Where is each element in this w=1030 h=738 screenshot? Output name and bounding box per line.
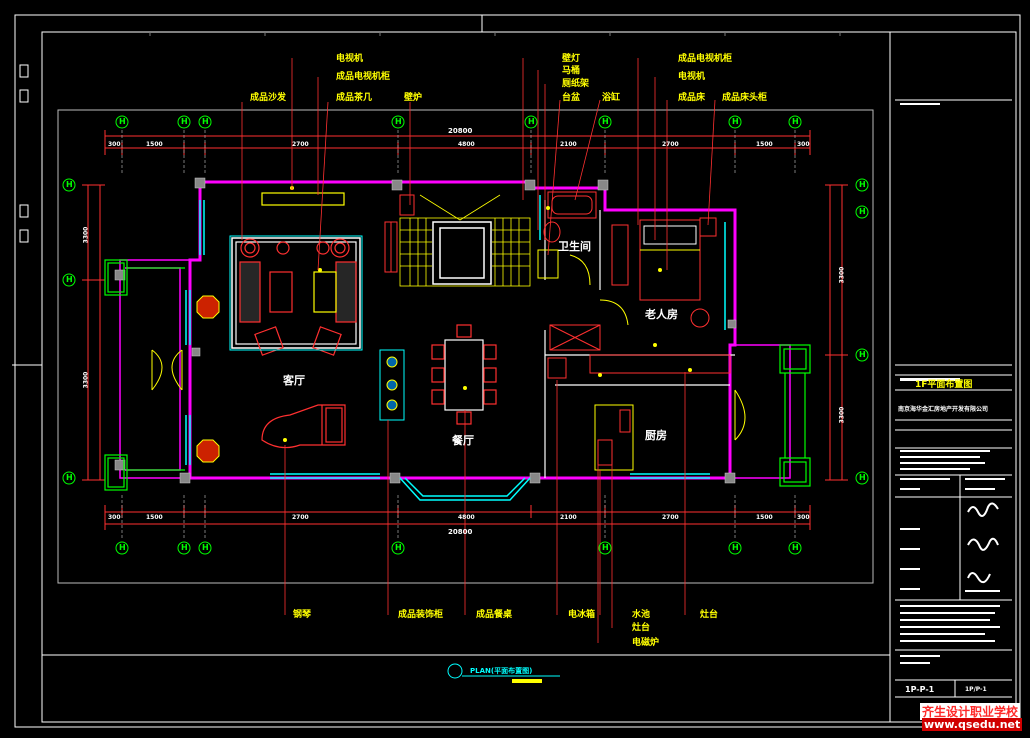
- callout-counter: 灶台: [700, 610, 719, 620]
- title-block: [895, 99, 1012, 698]
- dim-side: 3300: [82, 371, 90, 389]
- dim-total-top: 20800: [448, 127, 473, 135]
- callout-fridge: 电冰箱: [568, 610, 596, 620]
- dimension-lines-side: [82, 184, 848, 481]
- room-living: 客厅: [283, 374, 305, 387]
- plan-boundary: [57, 109, 874, 584]
- axis-label: H: [119, 117, 126, 126]
- room-bath: 卫生间: [558, 240, 591, 253]
- room-dining: 餐厅: [452, 434, 474, 447]
- axis-label: H: [602, 543, 609, 552]
- axis-label: H: [859, 207, 866, 216]
- axis-label: H: [202, 543, 209, 552]
- callout-dining-table: 成品餐桌: [476, 610, 513, 620]
- axis-label: H: [732, 117, 739, 126]
- axis-label: H: [602, 117, 609, 126]
- callout-tv: 电视机: [336, 54, 364, 64]
- dim-seg: 2100: [560, 514, 577, 521]
- dim-seg: 4800: [458, 141, 475, 148]
- sheet-code: 1P/P-1: [965, 686, 987, 693]
- dining-table: [431, 324, 497, 425]
- dim-total-bottom: 20800: [448, 528, 473, 536]
- axis-label: H: [395, 543, 402, 552]
- callout-deco-cabinet: 成品装饰柜: [398, 610, 444, 620]
- sofa-set: [231, 192, 361, 356]
- callout-fireplace: 壁炉: [404, 93, 423, 103]
- sheet-outer-frame: [14, 14, 1021, 728]
- dim-seg: 1500: [756, 141, 773, 148]
- watermark-url: www.qsedu.net: [922, 718, 1023, 731]
- callout-induction: 电磁炉: [632, 638, 660, 648]
- callout-tv-2: 电视机: [678, 72, 706, 82]
- axis-bubbles: [62, 115, 869, 555]
- sheet-inner-frame: [41, 31, 1017, 723]
- callout-tv-cabinet: 成品电视机柜: [336, 72, 391, 82]
- room-kitchen: 厨房: [645, 429, 667, 442]
- dim-seg: 300: [108, 141, 121, 148]
- doors: [151, 254, 746, 441]
- callout-bathtub: 浴缸: [602, 93, 621, 103]
- axis-label: H: [859, 350, 866, 359]
- dim-side: 3300: [838, 406, 846, 424]
- axis-label: H: [119, 543, 126, 552]
- axis-label: H: [66, 180, 73, 189]
- callout-paper-rack: 厕纸架: [562, 79, 590, 89]
- axis-label: H: [66, 473, 73, 482]
- dim-seg: 1500: [146, 141, 163, 148]
- kitchen-counters: [547, 324, 731, 471]
- callout-wall-lamp: 壁灯: [562, 54, 581, 64]
- callout-sofa: 成品沙发: [250, 93, 287, 103]
- bath-fixtures: [537, 191, 597, 279]
- dim-seg: 2700: [292, 141, 309, 148]
- dim-side: 3300: [838, 266, 846, 284]
- bed: [611, 217, 717, 328]
- callout-bed: 成品床: [678, 93, 706, 103]
- dim-seg: 2100: [560, 141, 577, 148]
- axis-label: H: [859, 180, 866, 189]
- dim-seg: 300: [797, 514, 810, 521]
- axis-label: H: [792, 543, 799, 552]
- piano: [261, 404, 346, 449]
- callout-leaders: [241, 58, 716, 271]
- dim-seg: 1500: [146, 514, 163, 521]
- axis-label: H: [859, 473, 866, 482]
- callout-tea-table: 成品茶几: [336, 93, 373, 103]
- axis-label: H: [181, 117, 188, 126]
- axis-label: H: [66, 275, 73, 284]
- dim-seg: 4800: [458, 514, 475, 521]
- callout-stove: 灶台: [632, 623, 651, 633]
- callout-tv-cabinet-2: 成品电视机柜: [678, 54, 733, 64]
- staircase: [399, 194, 531, 287]
- room-elder: 老人房: [645, 308, 678, 321]
- watermark-school: 齐生设计职业学校: [920, 703, 1021, 720]
- plan-caption: PLAN(平面布置图): [470, 667, 533, 675]
- company-name: 南京海华金汇房地产开发有限公司: [898, 406, 989, 413]
- dim-seg: 300: [108, 514, 121, 521]
- dim-seg: 2700: [292, 514, 309, 521]
- callout-piano: 钢琴: [293, 610, 312, 620]
- axis-label: H: [528, 117, 535, 126]
- axis-label: H: [395, 117, 402, 126]
- dim-seg: 1500: [756, 514, 773, 521]
- callout-basin: 台盆: [562, 93, 581, 103]
- callout-sink: 水池: [632, 610, 651, 620]
- callout-toilet: 马桶: [562, 66, 581, 76]
- axis-label: H: [181, 543, 188, 552]
- dim-seg: 2700: [662, 514, 679, 521]
- dim-seg: 2700: [662, 141, 679, 148]
- dim-seg: 300: [797, 141, 810, 148]
- dim-side: 3300: [82, 226, 90, 244]
- axis-label: H: [202, 117, 209, 126]
- drawing-title: 1F平面布置图: [915, 380, 973, 390]
- signatures: [967, 502, 999, 584]
- axis-label: H: [732, 543, 739, 552]
- sheet-number: 1P-P-1: [905, 685, 935, 694]
- axis-label: H: [792, 117, 799, 126]
- callout-bedside: 成品床头柜: [722, 93, 768, 103]
